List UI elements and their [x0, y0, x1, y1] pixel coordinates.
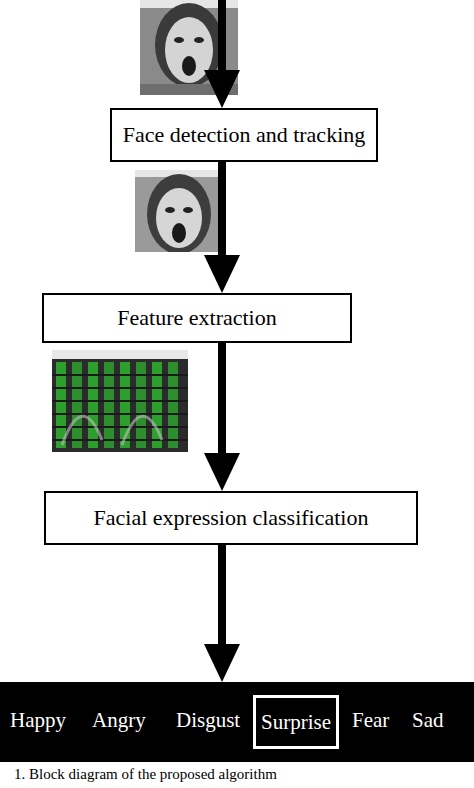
class-label: Fear [352, 708, 389, 733]
input-arrow [200, 0, 244, 110]
flow-arrow [204, 162, 240, 293]
node-label: Face detection and tracking [123, 122, 366, 148]
process-box: Feature extraction [42, 293, 352, 343]
output-band: Happy Angry Disgust Fear Sad Surprise [0, 682, 474, 762]
class-label: Happy [10, 708, 66, 733]
class-label: Disgust [176, 708, 240, 733]
figure-caption: 1. Block diagram of the proposed algorit… [14, 766, 277, 783]
process-box: Facial expression classification [44, 491, 418, 545]
process-box: Face detection and tracking [110, 108, 378, 162]
node-label: Feature extraction [117, 305, 276, 331]
class-label: Sad [412, 708, 444, 733]
flow-arrow [204, 343, 240, 491]
selected-class-box: Surprise [253, 695, 339, 749]
node-label: Surprise [261, 710, 331, 735]
class-label: Angry [92, 708, 146, 733]
node-label: Facial expression classification [94, 505, 369, 531]
feature-map [52, 350, 188, 452]
flow-arrow [204, 545, 240, 682]
face-crop [135, 170, 223, 252]
